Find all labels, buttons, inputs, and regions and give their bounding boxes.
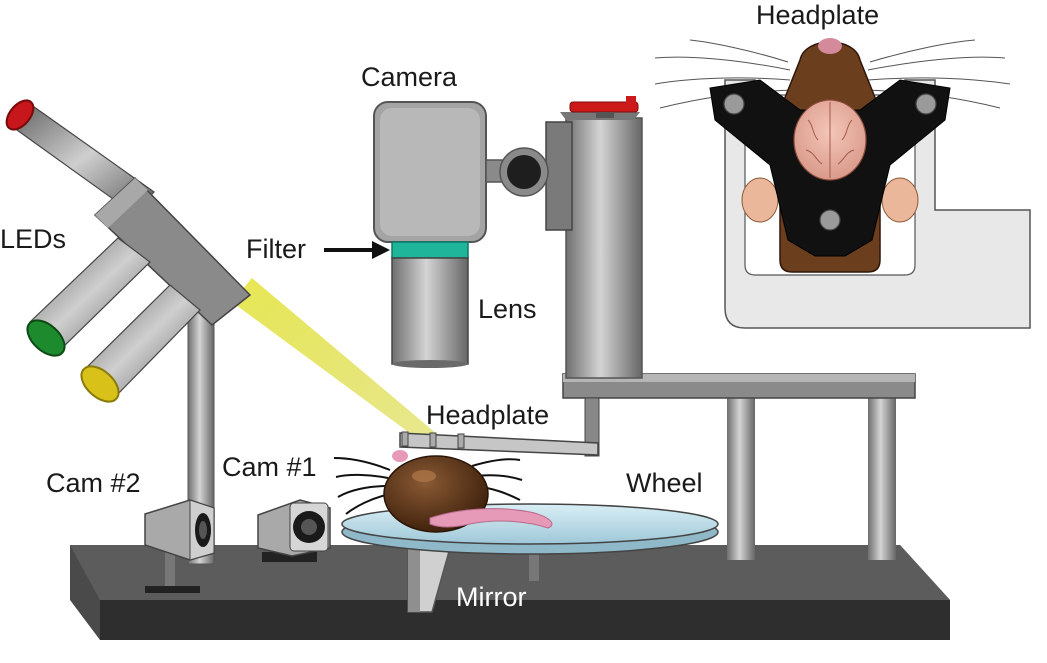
camera-body — [373, 101, 549, 243]
mirror-piece — [407, 547, 451, 613]
label-headplate: Headplate — [426, 400, 550, 430]
headplate-bar — [399, 397, 600, 457]
mouse — [333, 450, 553, 533]
label-leds: LEDs — [0, 224, 67, 254]
label-headplate-top: Headplate — [756, 0, 880, 30]
label-lens: Lens — [478, 294, 537, 324]
filter-ring — [391, 241, 469, 259]
label-camera: Camera — [361, 62, 458, 92]
cam1-device — [257, 499, 331, 562]
lens-barrel — [391, 257, 469, 368]
light-beam — [232, 278, 444, 448]
label-cam1: Cam #1 — [222, 452, 317, 482]
cam2-device — [144, 499, 215, 593]
label-filter: Filter — [246, 234, 306, 264]
led-assembly — [5, 99, 252, 565]
label-wheel: Wheel — [626, 468, 703, 498]
red-knob — [569, 96, 639, 118]
label-mirror: Mirror — [456, 582, 527, 612]
filter-arrow — [324, 241, 390, 259]
camera-post — [545, 112, 643, 379]
label-cam2: Cam #2 — [46, 468, 141, 498]
headplate-inset — [654, 38, 1031, 329]
